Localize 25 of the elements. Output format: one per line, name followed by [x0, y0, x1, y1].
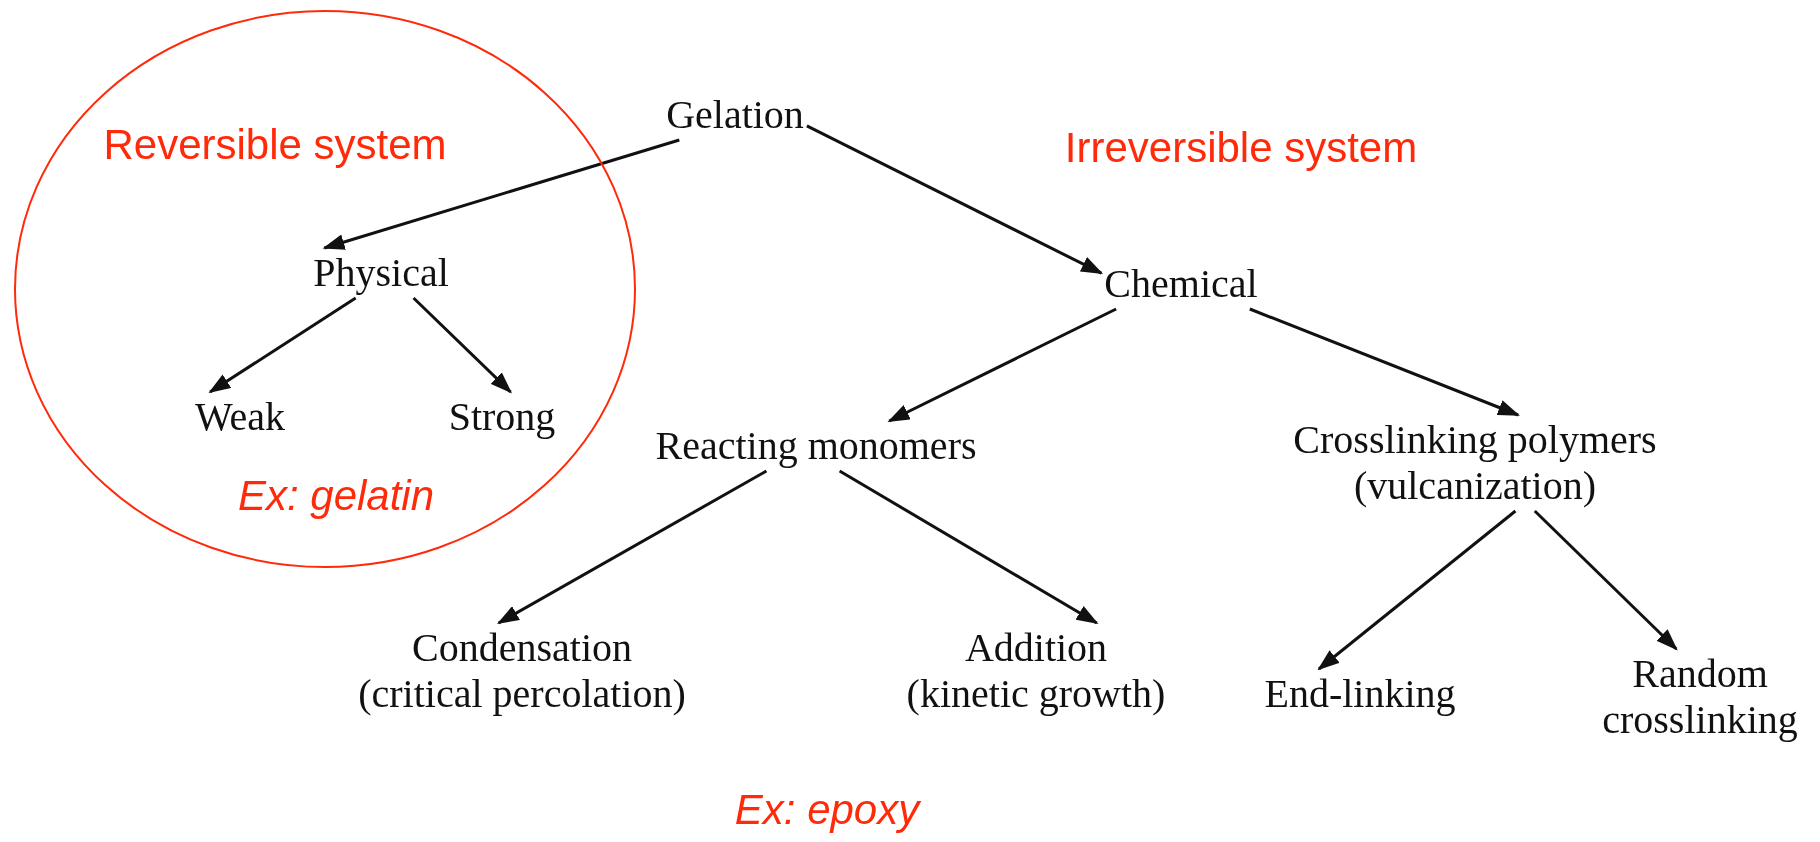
category-label: Gelation [663, 90, 807, 140]
arrow [1317, 509, 1517, 671]
arrow [838, 469, 1099, 625]
category-label: End-linking [1261, 669, 1459, 719]
category-label: Crosslinking polymers (vulcanization) [1290, 415, 1660, 511]
arrow [322, 138, 680, 250]
category-label: Weak [191, 392, 289, 442]
arrow [806, 124, 1104, 275]
arrow [887, 307, 1117, 423]
arrow [412, 296, 512, 394]
arrow [1533, 509, 1678, 651]
arrow [496, 469, 768, 625]
category-label: Reacting monomers [652, 421, 980, 471]
category-label: Random crosslinking [1587, 649, 1813, 745]
category-label: Condensation (critical percolation) [355, 623, 689, 719]
arrow [208, 296, 357, 394]
category-label: Addition (kinetic growth) [903, 623, 1169, 719]
category-label: Chemical [1101, 259, 1261, 309]
example-note: Ex: epoxy [734, 785, 920, 835]
category-label: Physical [310, 248, 452, 298]
arrow [1249, 307, 1520, 417]
system-heading: Irreversible system [1064, 123, 1418, 173]
category-label: Strong [445, 392, 559, 442]
system-heading: Reversible system [103, 120, 447, 170]
example-note: Ex: gelatin [237, 471, 435, 521]
